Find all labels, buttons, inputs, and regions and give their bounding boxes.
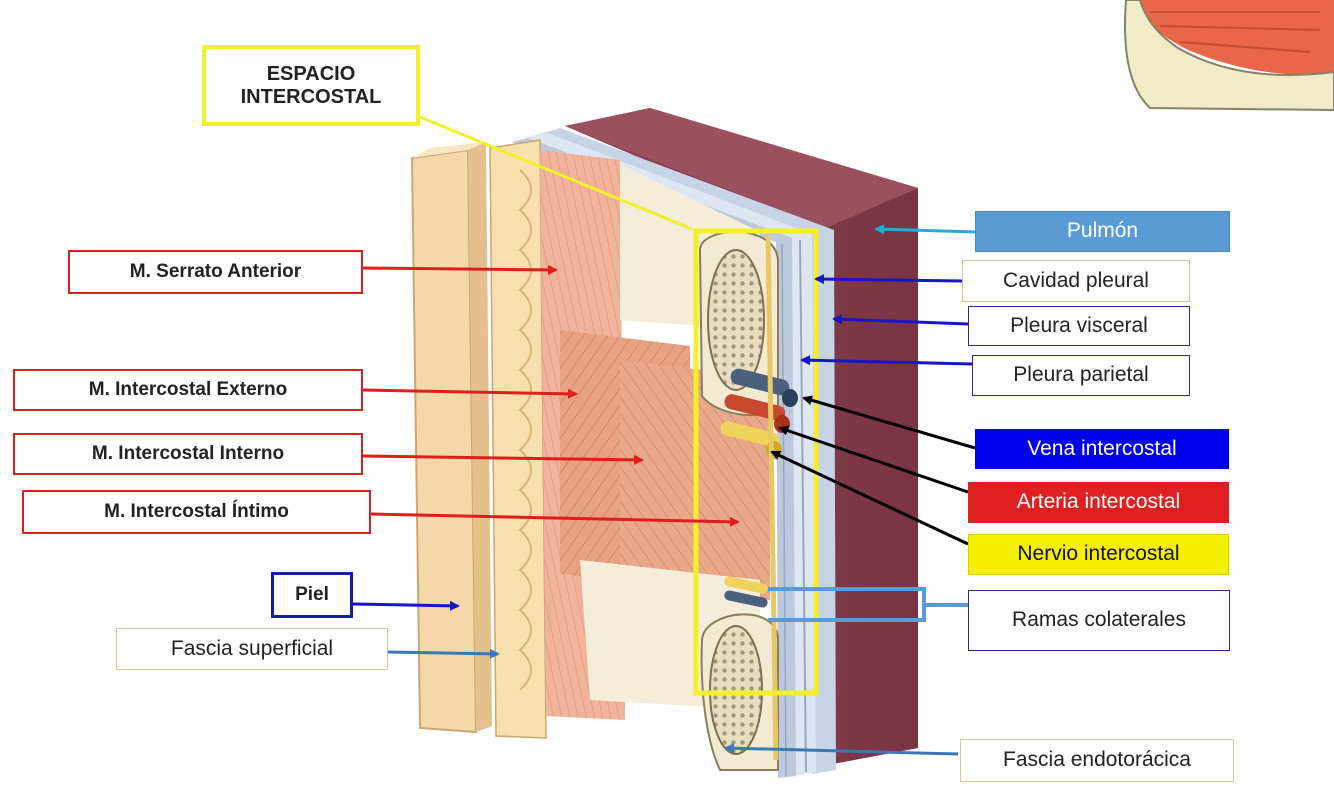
fascia-endotoracica-strip: [765, 235, 779, 761]
label-serrato-anterior: M. Serrato Anterior: [68, 250, 363, 294]
label-nervio-intercostal: Nervio intercostal: [968, 534, 1229, 575]
arrow-pleura-parietal: [800, 355, 973, 366]
arrow-pleura-visceral: [832, 314, 969, 326]
rib-upper: [698, 231, 779, 417]
leader-espacio-intercostal: [419, 115, 693, 231]
arrow-vena: [802, 395, 976, 450]
label-fascia-superficial: Fascia superficial: [116, 628, 388, 670]
label-arteria-intercostal: Arteria intercostal: [968, 482, 1229, 523]
label-pulmon: Pulmón: [975, 211, 1230, 252]
label-vena-intercostal: Vena intercostal: [975, 429, 1229, 469]
label-piel: Piel: [271, 572, 353, 618]
intercostal-space-highlight: [693, 228, 819, 696]
arrow-piel: [352, 600, 460, 611]
arrow-nervio: [770, 450, 969, 546]
arrow-pulmon: [874, 224, 976, 235]
arrow-intercostal-externo: [362, 388, 578, 399]
arrow-cavidad-pleural: [814, 274, 963, 285]
label-intercostal-externo: M. Intercostal Externo: [13, 369, 363, 411]
label-pleura-parietal: Pleura parietal: [972, 355, 1190, 396]
label-fascia-endotoracica: Fascia endotorácica: [960, 739, 1234, 782]
arrow-fascia-superficial: [387, 648, 500, 659]
pleura-layers: [512, 128, 836, 778]
label-intercostal-intimo: M. Intercostal Íntimo: [22, 490, 371, 534]
muscle-layers: [540, 150, 770, 720]
arrow-arteria: [778, 425, 969, 494]
label-ramas-colaterales: Ramas colaterales: [968, 590, 1230, 651]
arrow-fascia-endotoracica: [724, 743, 959, 756]
arrow-serrato: [362, 264, 558, 275]
label-intercostal-interno: M. Intercostal Interno: [13, 433, 363, 475]
fascia-superficial-layer: [489, 139, 547, 739]
label-espacio-intercostal: ESPACIO INTERCOSTAL: [202, 45, 420, 126]
arrow-intercostal-interno: [362, 454, 644, 465]
skin-layer: [410, 142, 492, 734]
label-pleura-visceral: Pleura visceral: [968, 306, 1190, 346]
arrow-intercostal-intimo: [370, 512, 740, 527]
label-cavidad-pleural: Cavidad pleural: [962, 260, 1190, 302]
thumbnail-fragment: [1113, 0, 1334, 113]
